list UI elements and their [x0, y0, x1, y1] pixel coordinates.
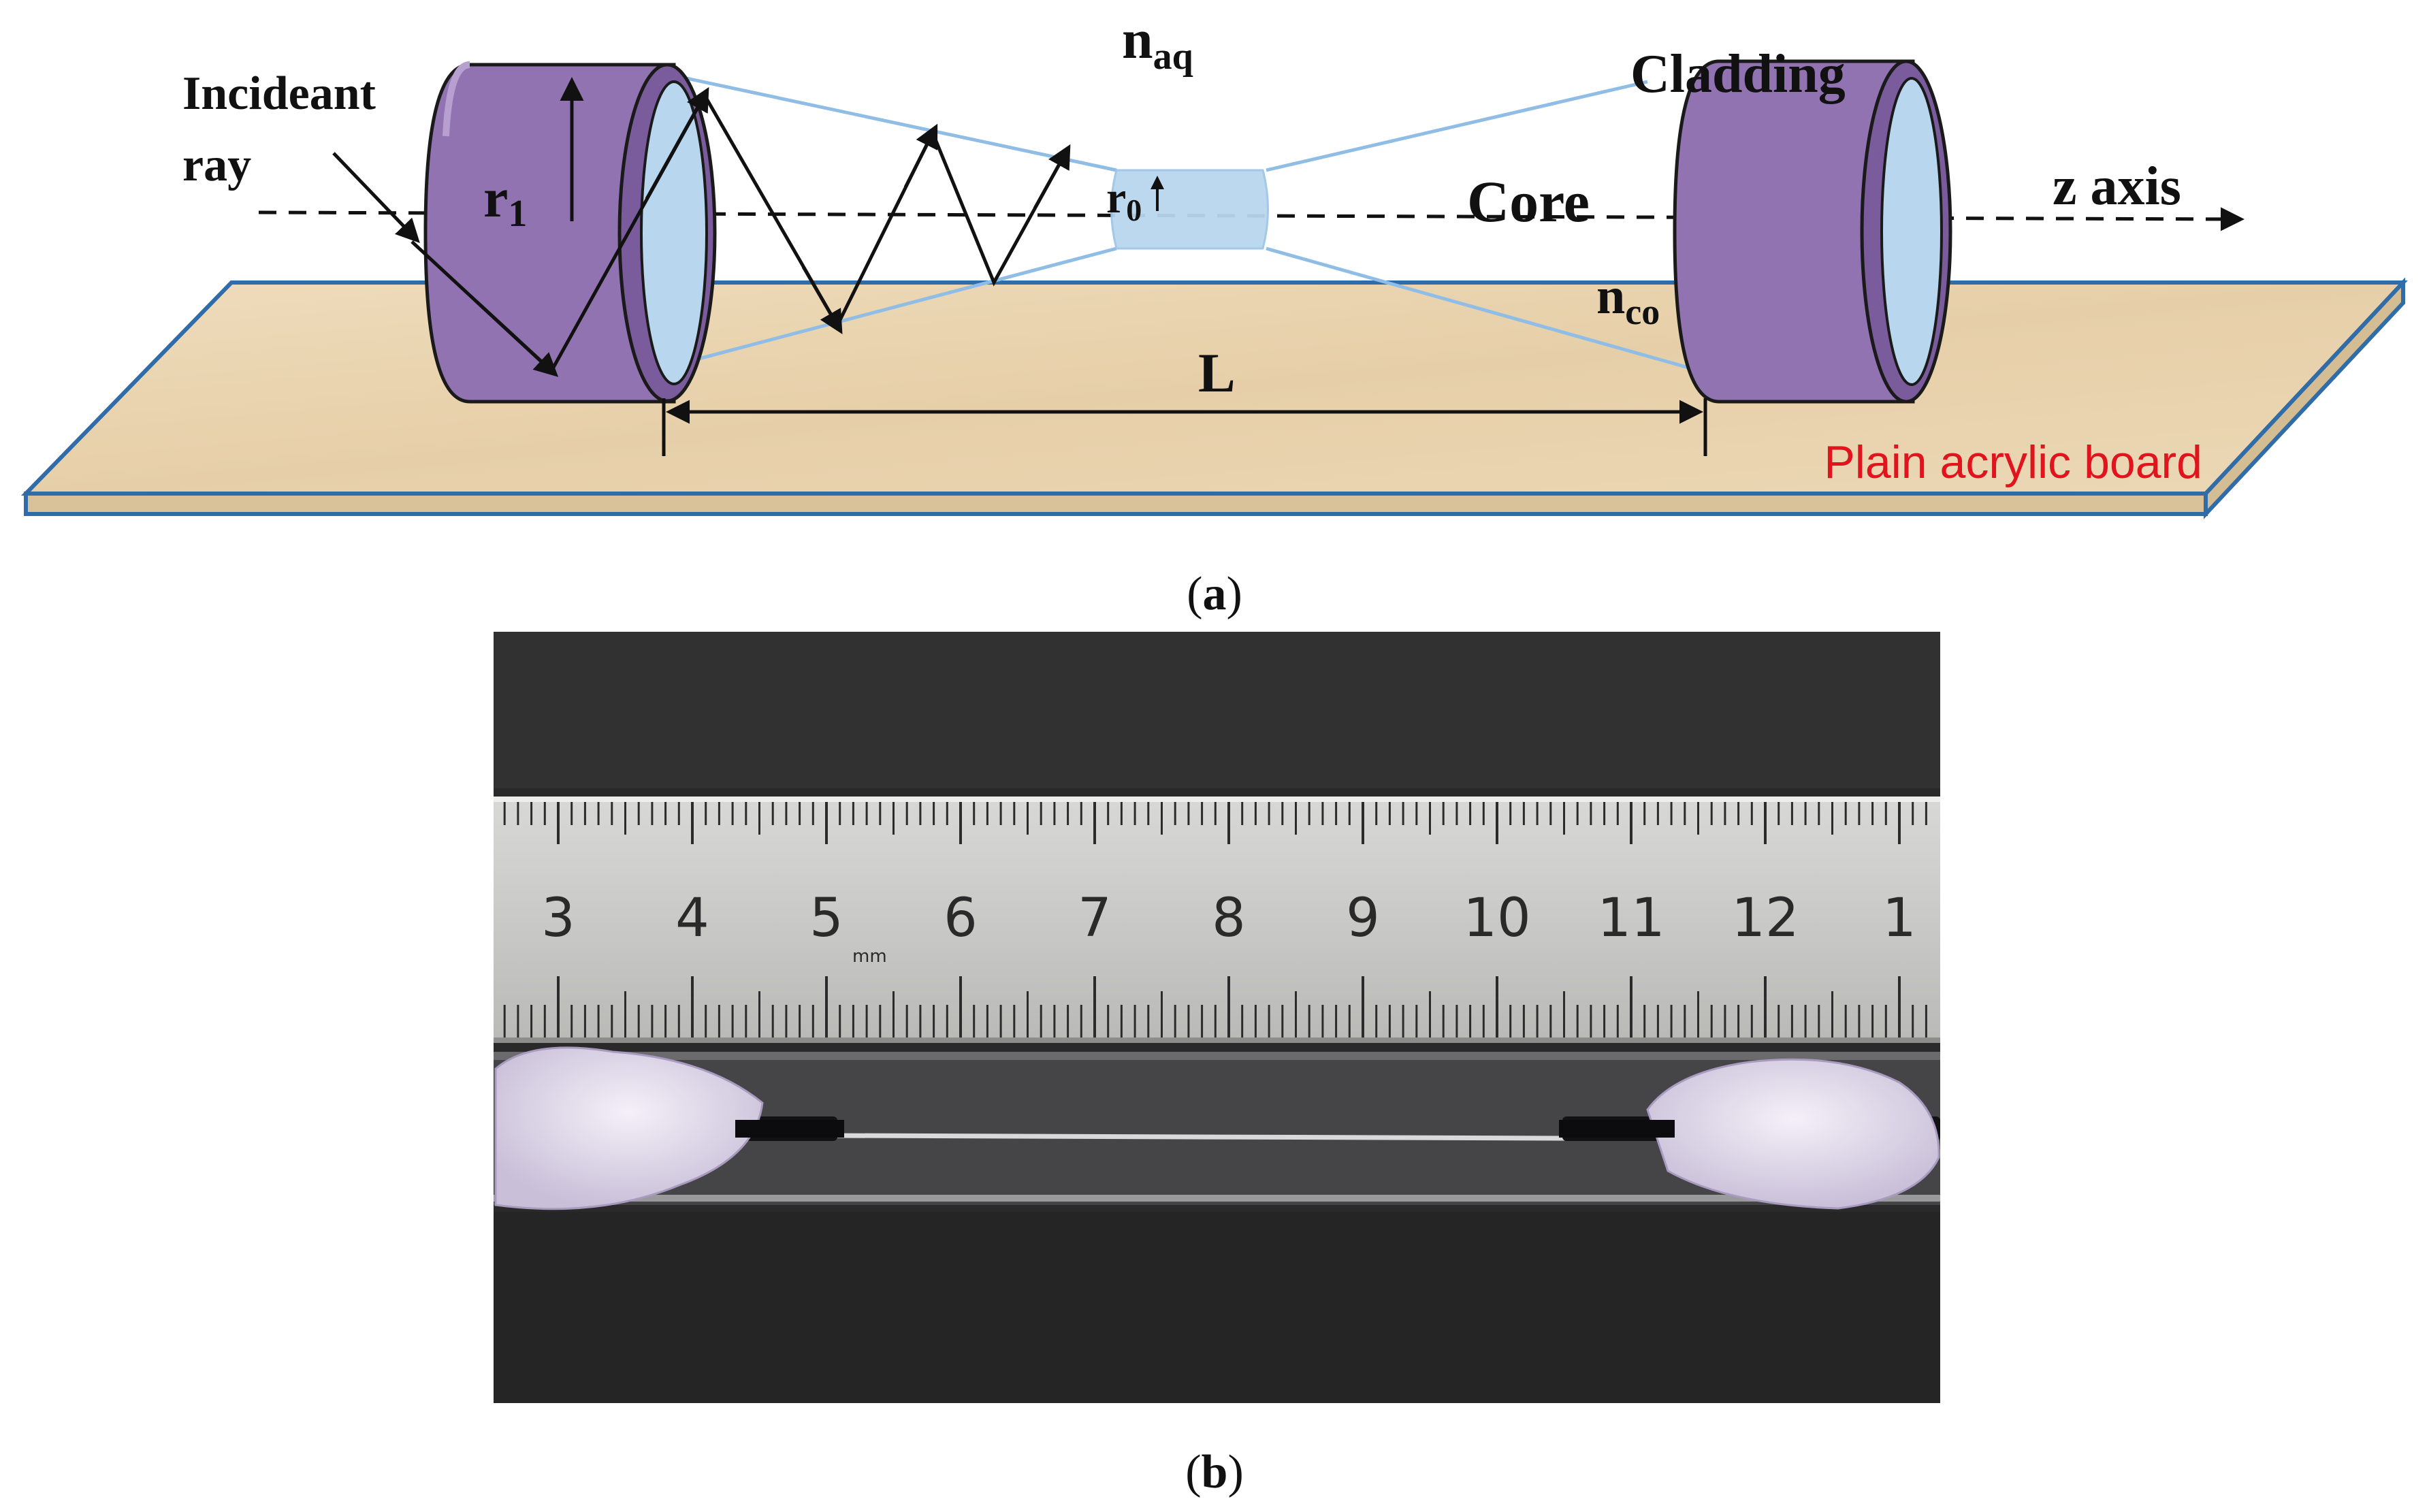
ruler-number: 6: [944, 888, 978, 949]
ruler-number: 3: [541, 888, 575, 949]
right-cladding-cylinder: [1673, 59, 1952, 404]
ruler-numbers: 3 4 5 6 7 8 9 10 11 12 1: [541, 888, 1916, 949]
ruler-bottom-ticks: [503, 976, 1927, 1038]
incident-ray-arrow: [332, 152, 420, 244]
ruler-unit-label: mm: [852, 946, 887, 967]
ray-arrowheads: [475, 86, 1071, 377]
metal-ruler: 3 4 5 6 7 8 9 10 11 12 1 mm: [494, 797, 1940, 1043]
core-cone-lines: [670, 73, 1689, 370]
fiber-strand: [830, 1133, 1566, 1141]
board-side-edge: [2204, 277, 2405, 519]
r1-label: r1: [483, 167, 527, 235]
ruler-number: 5: [809, 888, 843, 949]
board-label: Plain acrylic board: [1824, 436, 2202, 488]
naq-label: naq: [1122, 8, 1193, 78]
left-cladding-cylinder: [423, 61, 717, 404]
ruler-top-ticks: [503, 802, 1927, 844]
r0-label: r0: [1106, 173, 1142, 227]
panel-b-caption: (b): [1185, 1446, 1244, 1498]
left-glue-blob: [494, 1046, 764, 1210]
ruler-number: 7: [1078, 888, 1112, 949]
panel-a-caption: (a): [1187, 568, 1242, 620]
nco-label: nco: [1596, 268, 1660, 332]
ruler-number: 8: [1212, 888, 1246, 949]
right-glue-blob: [1646, 1058, 1940, 1210]
incident-ray-label-line2: ray: [182, 139, 251, 191]
ruler-number: 4: [675, 888, 709, 949]
ruler-number: 1: [1882, 888, 1916, 949]
z-axis-label: z axis: [2053, 157, 2181, 216]
length-label: L: [1198, 342, 1236, 404]
ruler-number: 12: [1731, 888, 1799, 949]
ruler-number: 9: [1346, 888, 1380, 949]
panel-a-diagram: Plain acrylic board: [20, 8, 2408, 519]
fiber-sample: [494, 1046, 1940, 1210]
board-front-edge: [24, 492, 2208, 516]
ruler-number: 10: [1463, 888, 1530, 949]
cladding-label: Cladding: [1630, 44, 1846, 104]
panel-b-photo: 3 4 5 6 7 8 9 10 11 12 1 mm: [494, 632, 1940, 1403]
ruler-number: 11: [1597, 888, 1664, 949]
fiber-waist: [1110, 169, 1269, 250]
length-dimension: [662, 398, 1707, 456]
core-label: Core: [1467, 169, 1590, 234]
incident-ray-label-line1: Incideant: [182, 67, 376, 120]
